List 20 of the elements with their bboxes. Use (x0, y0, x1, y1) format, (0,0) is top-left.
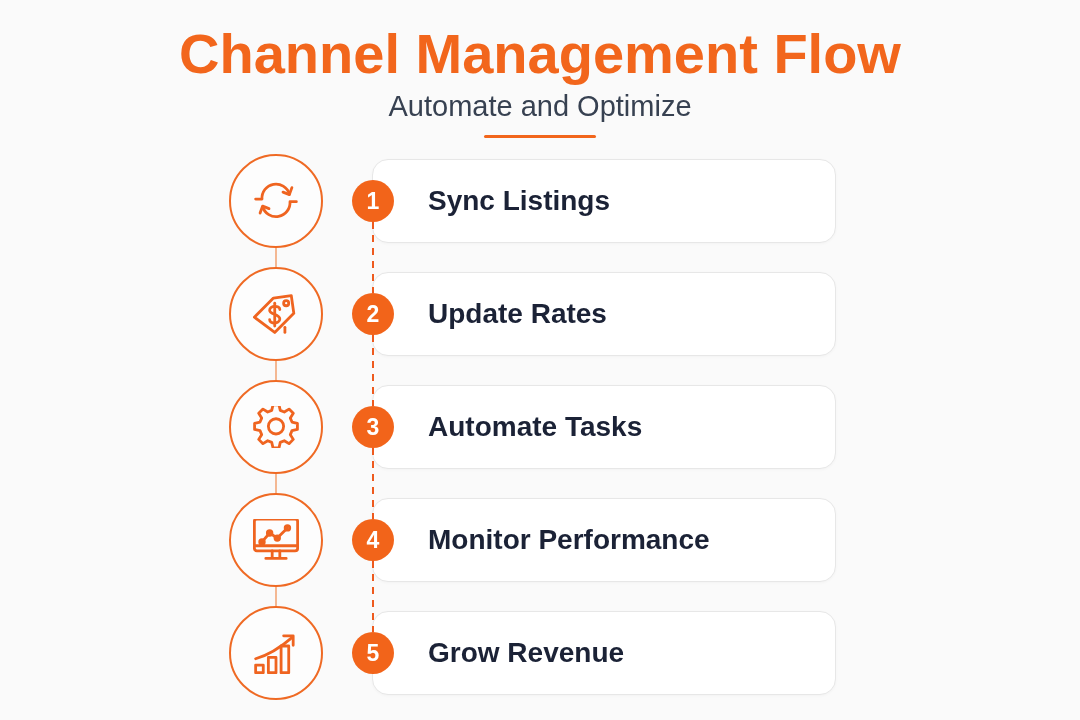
step-number-badge: 5 (352, 632, 394, 674)
step-number-badge: 2 (352, 293, 394, 335)
dashed-connector (372, 334, 374, 407)
step-label: Sync Listings (428, 184, 611, 218)
connector-line (275, 360, 277, 381)
step-label: Automate Tasks (428, 410, 643, 444)
connector-line (275, 247, 277, 268)
step-label: Grow Revenue (428, 636, 625, 670)
connector-line (275, 473, 277, 494)
step-number-badge: 3 (352, 406, 394, 448)
title: Channel Management Flow (179, 22, 901, 86)
connector-line (275, 586, 277, 607)
dashed-connector (372, 560, 374, 633)
step-label: Monitor Performance (428, 523, 710, 557)
subtitle: Automate and Optimize (388, 89, 692, 123)
step-number-badge: 4 (352, 519, 394, 561)
step-number-badge: 1 (352, 180, 394, 222)
dashed-connector (372, 221, 374, 294)
dashed-connector (372, 447, 374, 520)
step-label: Update Rates (428, 297, 607, 331)
